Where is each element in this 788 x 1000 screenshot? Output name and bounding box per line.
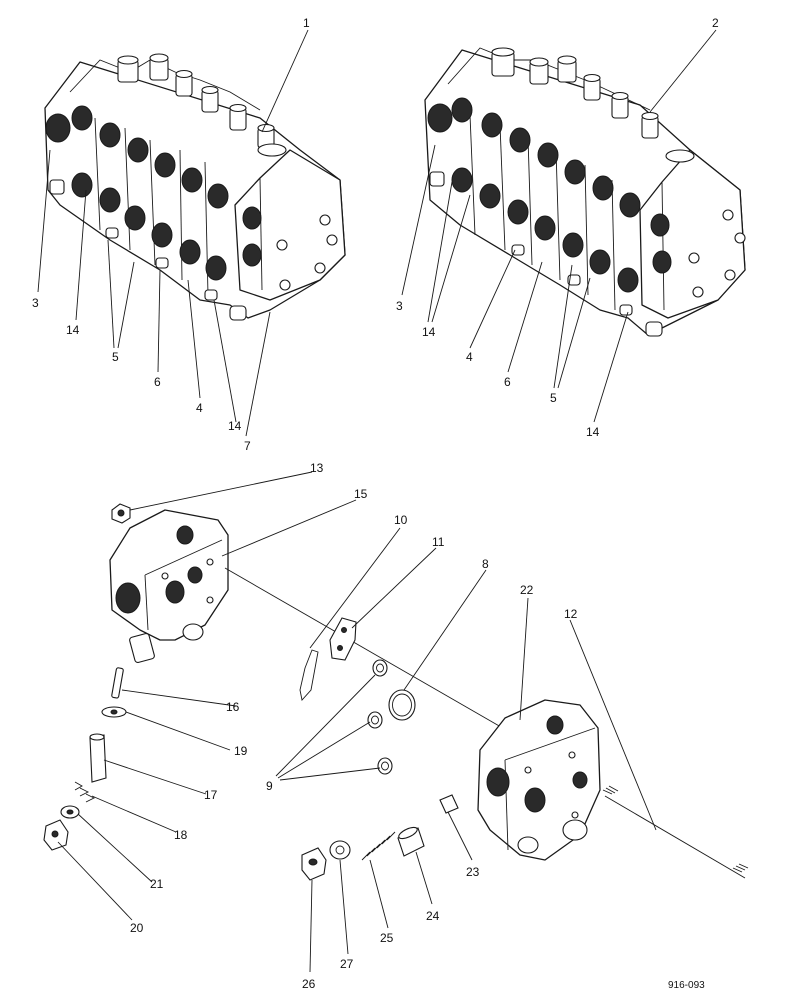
- part-15-inlet-section: [109, 509, 229, 664]
- part-9-oring-c: [377, 757, 393, 775]
- callout-23: 23: [466, 865, 480, 879]
- callout-10: 10: [394, 513, 408, 527]
- callout-3: 3: [32, 296, 39, 310]
- callout-9: 9: [266, 779, 273, 793]
- part-11-plate: [329, 617, 357, 661]
- callout-27: 27: [340, 957, 354, 971]
- callout-14: 14: [66, 323, 80, 337]
- part-25-spring: [361, 831, 396, 861]
- callout-14: 14: [586, 425, 600, 439]
- part-23-seat: [439, 794, 459, 814]
- callout-5: 5: [112, 350, 119, 364]
- callout-labels: 1 2 3 3 14 5 6 4 14 7 14 4 6 5 14 13 15 …: [32, 16, 719, 991]
- leader-lines: [37, 29, 717, 973]
- callout-6: 6: [504, 375, 511, 389]
- part-12-tie-rod-thread: [602, 785, 619, 795]
- reference-code: 916-093: [668, 980, 705, 991]
- callout-25: 25: [380, 931, 394, 945]
- valve-assembly-right: [424, 47, 746, 337]
- callout-4: 4: [466, 350, 473, 364]
- callout-14: 14: [228, 419, 242, 433]
- callout-24: 24: [426, 909, 440, 923]
- exploded-view: [43, 503, 749, 881]
- part-16-pin: [111, 667, 124, 699]
- part-10-clip: [299, 649, 319, 701]
- callout-14: 14: [422, 325, 436, 339]
- part-18-spring: [74, 781, 96, 803]
- callout-7: 7: [244, 439, 251, 453]
- callout-16: 16: [226, 700, 240, 714]
- callout-4: 4: [196, 401, 203, 415]
- callout-2: 2: [712, 16, 719, 30]
- part-17-valve: [89, 734, 107, 783]
- callout-21: 21: [150, 877, 164, 891]
- callout-6: 6: [154, 375, 161, 389]
- callout-1: 1: [303, 16, 310, 30]
- callout-3: 3: [396, 299, 403, 313]
- callout-15: 15: [354, 487, 368, 501]
- callout-5: 5: [550, 391, 557, 405]
- callout-17: 17: [204, 788, 218, 802]
- callout-26: 26: [302, 977, 316, 991]
- callout-13: 13: [310, 461, 324, 475]
- part-9-oring-a: [372, 659, 388, 677]
- callout-12: 12: [564, 607, 578, 621]
- callout-11: 11: [432, 535, 445, 549]
- valve-assembly-left: [44, 53, 346, 321]
- part-27-washer: [329, 840, 351, 860]
- callout-8: 8: [482, 557, 489, 571]
- callout-19: 19: [234, 744, 248, 758]
- callout-18: 18: [174, 828, 188, 842]
- callout-20: 20: [130, 921, 144, 935]
- callout-22: 22: [520, 583, 534, 597]
- part-22-outlet-section: [477, 699, 601, 861]
- part-9-oring-b: [367, 711, 383, 729]
